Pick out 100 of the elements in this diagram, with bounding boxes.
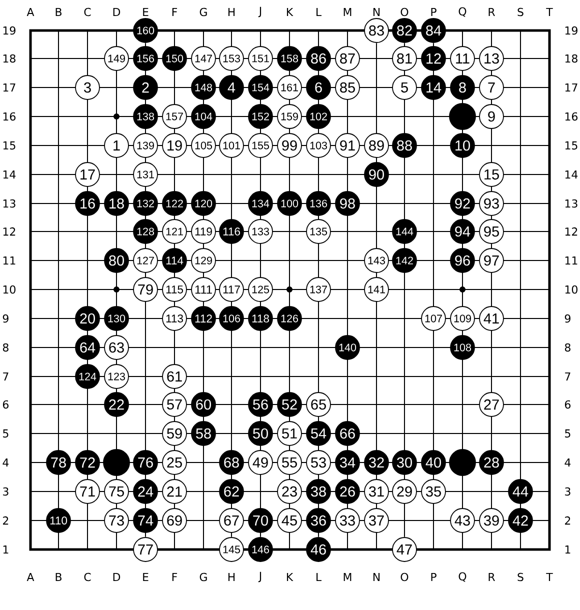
coordinate-label: H: [228, 573, 235, 581]
coordinate-label: 4: [564, 458, 571, 466]
go-stone: 57: [162, 392, 187, 417]
go-stone: 79: [133, 277, 158, 302]
go-stone: 44: [508, 479, 533, 504]
go-stone: 27: [479, 392, 504, 417]
coordinate-label: 7: [3, 372, 8, 381]
go-stone: 82: [392, 18, 417, 43]
go-stone: 13: [479, 46, 504, 71]
go-stone: 33: [335, 508, 360, 533]
go-stone: 80: [104, 248, 129, 273]
coordinate-label: 19: [3, 26, 16, 35]
coordinate-label: A: [26, 8, 34, 16]
coordinate-label: 12: [565, 227, 578, 236]
go-stone: [103, 449, 130, 476]
go-stone: 20: [75, 306, 100, 331]
go-stone: 17: [75, 162, 100, 187]
coordinate-label: 18: [3, 54, 16, 63]
go-stone: 98: [335, 191, 360, 216]
go-stone: 119: [191, 219, 216, 244]
coordinate-label: C: [84, 572, 91, 582]
go-stone: 144: [392, 219, 417, 244]
go-stone: 147: [191, 46, 216, 71]
coordinate-label: 11: [3, 256, 16, 265]
coordinate-label: 9: [564, 314, 570, 323]
coordinate-label: 15: [3, 141, 16, 150]
coordinate-label: 12: [3, 227, 16, 236]
go-stone: 86: [306, 46, 331, 71]
go-stone: 109: [450, 306, 475, 331]
go-stone: 110: [46, 508, 71, 533]
coordinate-label: S: [518, 572, 524, 582]
coordinate-label: 1: [565, 546, 570, 554]
go-stone: 74: [133, 508, 158, 533]
coordinate-label: 7: [565, 372, 570, 381]
go-stone: 5: [392, 75, 417, 100]
go-stone: 28: [479, 450, 504, 475]
coordinate-label: G: [200, 8, 207, 16]
go-stone: 7: [479, 75, 504, 100]
coordinate-label: D: [113, 8, 120, 16]
go-stone: 103: [306, 133, 331, 158]
go-stone: [449, 449, 476, 476]
go-stone: 49: [248, 450, 273, 475]
go-stone: 108: [450, 335, 475, 360]
go-stone: 3: [75, 75, 100, 100]
go-stone: 18: [104, 191, 129, 216]
go-stone: 105: [191, 133, 216, 158]
coordinate-label: 5: [3, 429, 8, 438]
go-stone: 155: [248, 133, 273, 158]
coordinate-label: 15: [565, 141, 578, 150]
go-stone: 139: [133, 133, 158, 158]
go-stone: 145: [219, 537, 244, 562]
coordinate-label: R: [488, 573, 495, 581]
go-stone: 97: [479, 248, 504, 273]
go-stone: 111: [191, 277, 216, 302]
go-stone: 140: [335, 335, 360, 360]
go-stone: 89: [364, 133, 389, 158]
coordinate-label: J: [258, 572, 262, 582]
go-stone: 60: [191, 392, 216, 417]
coordinate-label: C: [84, 8, 91, 16]
go-stone: 138: [133, 104, 158, 129]
go-stone: 61: [162, 364, 187, 389]
coordinate-label: P: [431, 573, 436, 581]
go-stone: 46: [306, 537, 331, 562]
coordinate-label: B: [56, 8, 62, 16]
coordinate-label: K: [286, 573, 294, 581]
go-stone: 64: [75, 335, 100, 360]
go-stone: 34: [335, 450, 360, 475]
go-stone: 68: [219, 450, 244, 475]
go-stone: 8: [450, 75, 475, 100]
go-stone: 85: [335, 75, 360, 100]
go-stone: 70: [248, 508, 273, 533]
coordinate-label: O: [400, 572, 408, 582]
coordinate-label: 3: [565, 487, 570, 496]
go-stone: 149: [104, 46, 129, 71]
go-stone: 12: [421, 46, 446, 71]
coordinate-label: L: [316, 573, 322, 581]
go-stone: 88: [392, 133, 417, 158]
go-stone: 52: [277, 392, 302, 417]
go-stone: 125: [248, 277, 273, 302]
go-stone: 127: [133, 248, 158, 273]
go-stone: 55: [277, 450, 302, 475]
go-stone: 132: [133, 191, 158, 216]
coordinate-label: K: [286, 8, 294, 16]
go-stone: 36: [306, 508, 331, 533]
coordinate-label: 9: [2, 314, 8, 323]
go-stone: 150: [162, 46, 187, 71]
coordinate-label: J: [258, 6, 262, 18]
go-stone: 146: [248, 537, 273, 562]
go-stone: 66: [335, 421, 360, 446]
coordinate-label: E: [143, 573, 148, 581]
go-stone: 115: [162, 277, 187, 302]
go-stone: 100: [277, 191, 302, 216]
coordinate-label: 10: [565, 285, 578, 294]
go-stone: 73: [104, 508, 129, 533]
go-stone: 91: [335, 133, 360, 158]
go-stone: 63: [104, 335, 129, 360]
go-stone: 161: [277, 75, 302, 100]
go-stone: 10: [450, 133, 475, 158]
go-stone: 158: [277, 46, 302, 71]
go-stone: 159: [277, 104, 302, 129]
